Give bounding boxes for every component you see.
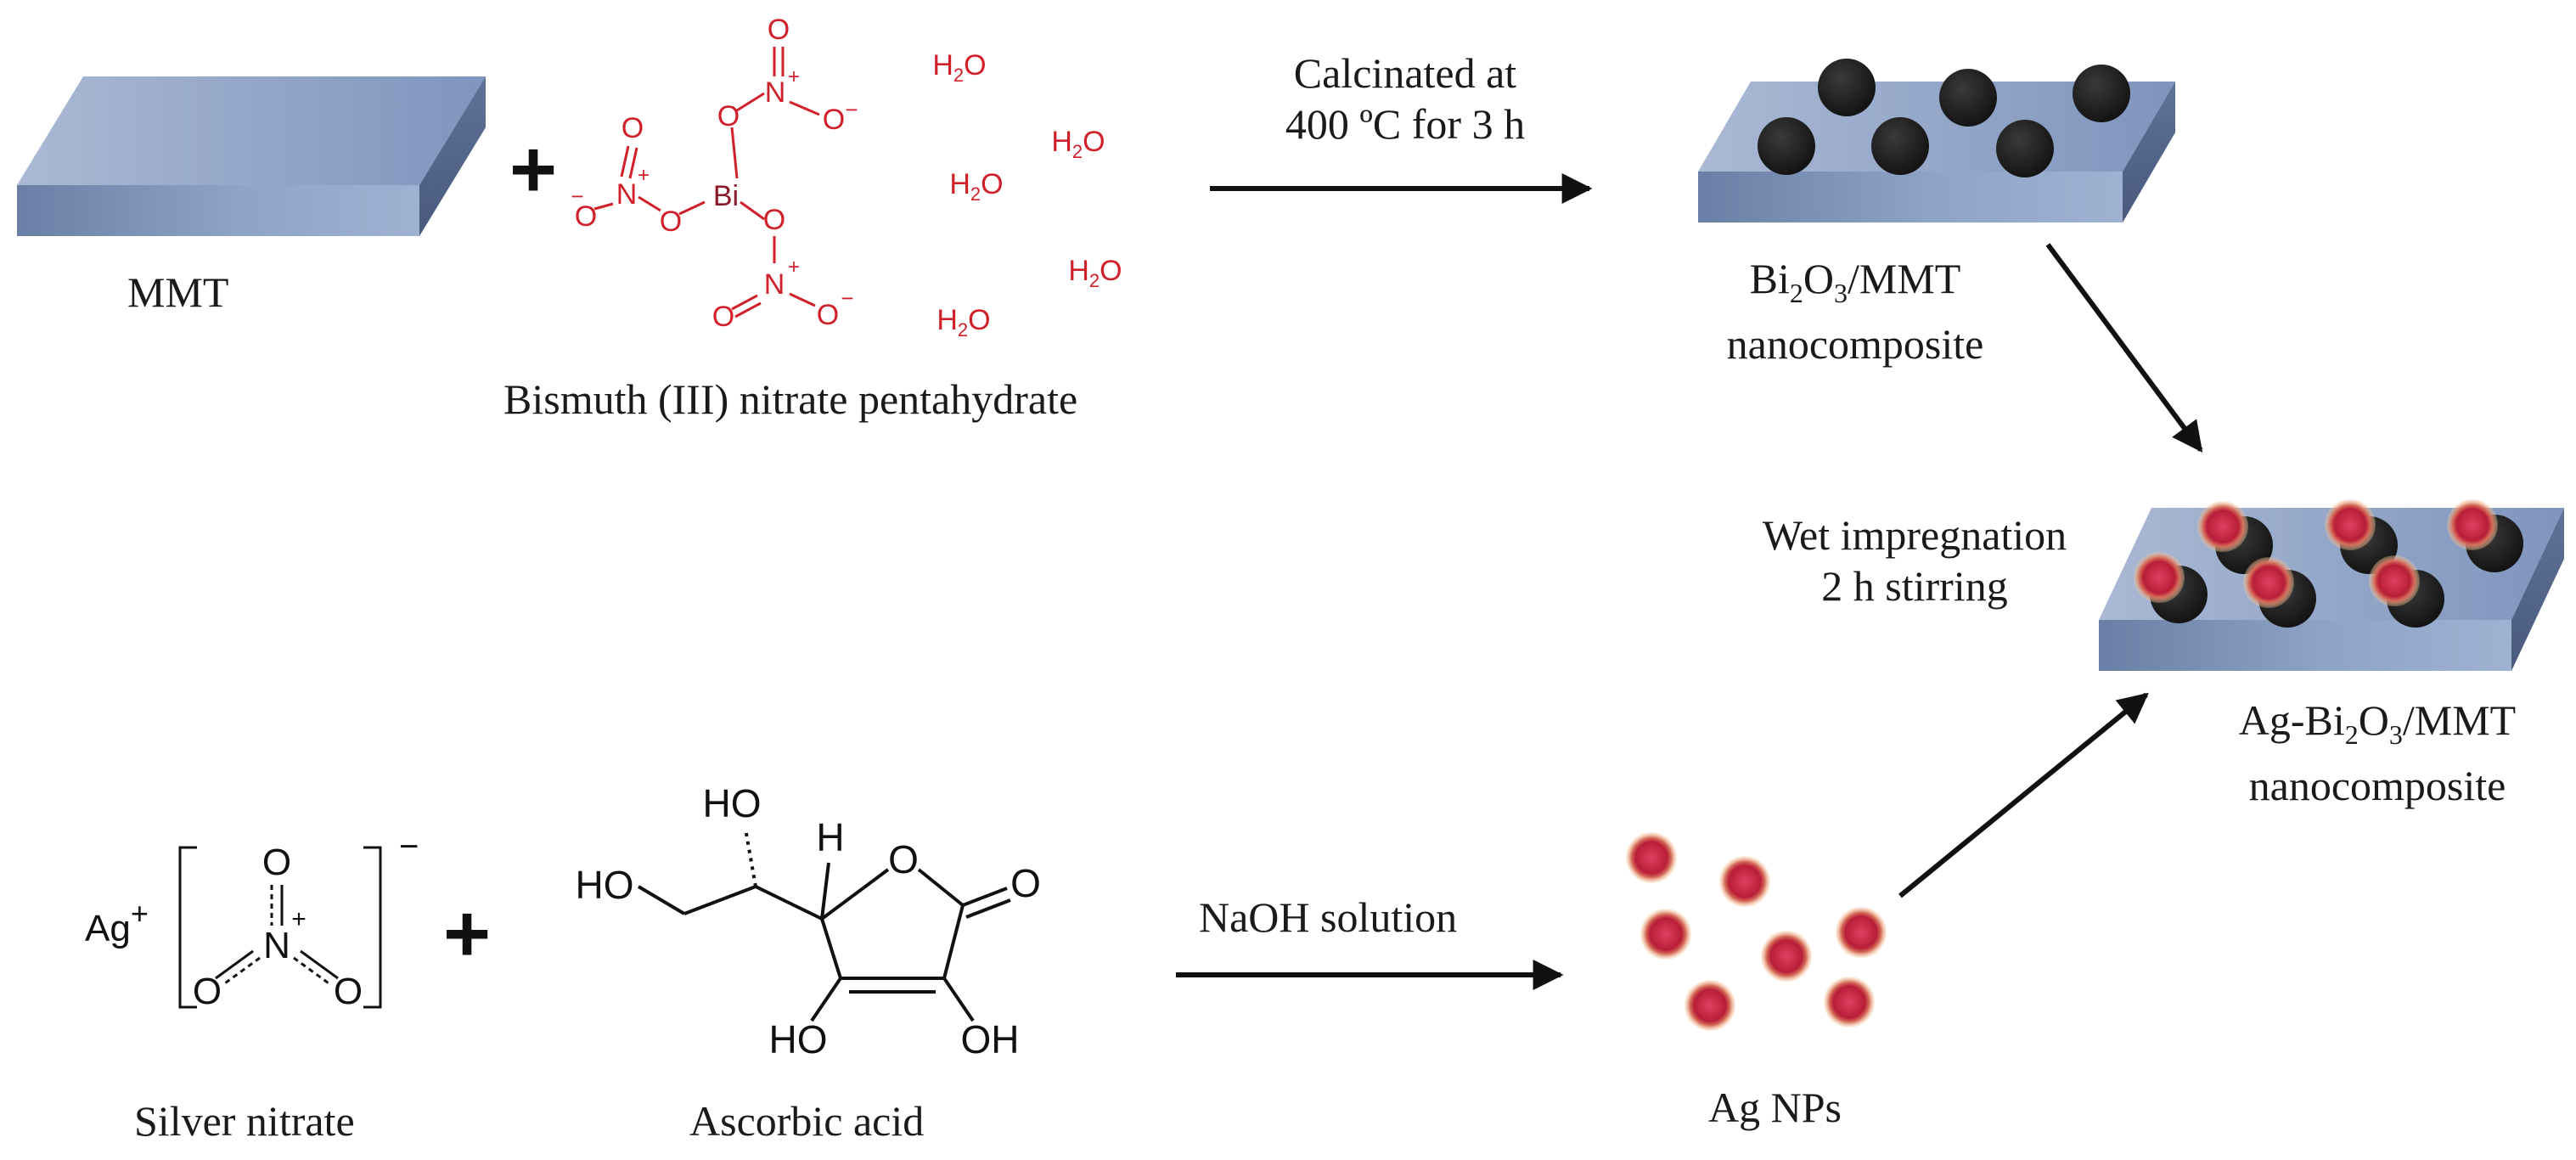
- bi2o3-particle: [1996, 120, 2054, 177]
- svg-text:O: O: [817, 299, 839, 331]
- water-4: H2O: [1068, 255, 1122, 291]
- mmt-slab: [17, 76, 486, 236]
- svg-text:−: −: [845, 97, 858, 122]
- svg-text:O: O: [193, 971, 222, 1012]
- calcination-line-1: Calcinated at: [1293, 49, 1517, 97]
- ag-particle: [2197, 501, 2248, 552]
- label-wet-impregnation: Wet impregnation 2 h stirring: [1728, 510, 2101, 611]
- ag-particle: [2369, 555, 2420, 606]
- svg-text:O: O: [768, 14, 790, 46]
- ag-nanoparticle: [1685, 980, 1735, 1031]
- bi-atom: Bi: [713, 180, 739, 212]
- ag-bi2o3-nanocomposite-word: nanocomposite: [2248, 762, 2506, 809]
- ascorbic-acid-molecule: HO HO H O O HO OH: [576, 781, 1041, 1061]
- ag-particle: [2325, 499, 2376, 550]
- wet-line-2: 2 h stirring: [1821, 562, 2008, 610]
- water-2: H2O: [1051, 126, 1105, 162]
- svg-text:HO: HO: [703, 781, 762, 825]
- bi2o3-mmt-slab: [1698, 59, 2175, 222]
- svg-text:H: H: [816, 815, 844, 859]
- label-silver-nitrate: Silver nitrate: [134, 1097, 355, 1145]
- svg-text:O: O: [888, 837, 919, 881]
- plus-sign-bottom: +: [443, 888, 491, 979]
- svg-text:+: +: [638, 164, 650, 187]
- svg-text:O: O: [575, 200, 597, 233]
- ag-particle: [2134, 552, 2185, 603]
- svg-text:O: O: [717, 100, 740, 132]
- svg-text:O: O: [763, 204, 785, 236]
- ag-nanoparticle: [1836, 907, 1887, 958]
- ag-nanoparticle: [1626, 832, 1677, 883]
- label-ag-nps: Ag NPs: [1708, 1084, 1842, 1131]
- svg-text:N: N: [263, 925, 290, 966]
- svg-text:N: N: [764, 268, 785, 301]
- arrow-to-impregnation: [2045, 243, 2203, 453]
- svg-text:N: N: [765, 76, 786, 109]
- bracket-charge: −: [399, 828, 419, 865]
- svg-text:O: O: [1010, 861, 1041, 905]
- label-mmt: MMT: [127, 268, 229, 316]
- bi2o3-particle: [1818, 59, 1876, 116]
- bi2o3-particle: [1871, 117, 1929, 175]
- ag-particle: [2243, 557, 2294, 608]
- bi2o3-particles: [1758, 59, 2130, 177]
- label-ag-bi2o3-mmt: Ag-Bi2O3/MMT nanocomposite: [2199, 695, 2556, 811]
- bismuth-nitrate-molecule: Bi O N + O O − O N + O O − O N + O O −: [571, 14, 858, 333]
- ag-bi2o3-mmt-formula: Ag-Bi2O3/MMT: [2238, 696, 2517, 750]
- svg-text:+: +: [788, 65, 800, 88]
- svg-text:O: O: [660, 206, 682, 238]
- water-5: H2O: [936, 304, 990, 341]
- svg-text:O: O: [712, 301, 734, 333]
- calcination-line-2: 400 ºC for 3 h: [1285, 100, 1526, 148]
- svg-text:O: O: [622, 112, 644, 144]
- bi2o3-particle: [2073, 65, 2130, 122]
- ag-nanoparticle: [1824, 977, 1875, 1028]
- svg-text:O: O: [823, 104, 845, 136]
- ag-nps-cluster: [1626, 832, 1887, 1031]
- bi2o3-mmt-formula: Bi2O3/MMT: [1749, 255, 1961, 308]
- svg-text:HO: HO: [576, 863, 634, 907]
- plus-sign-top: +: [509, 124, 557, 215]
- label-bismuth-nitrate: Bismuth (III) nitrate pentahydrate: [503, 375, 1078, 423]
- svg-text:+: +: [788, 256, 800, 279]
- water-molecules: H2O H2O H2O H2O H2O: [932, 49, 1122, 341]
- svg-text:−: −: [841, 285, 853, 311]
- svg-text:O: O: [262, 842, 291, 883]
- ag-particle: [2447, 499, 2498, 550]
- label-bi2o3-mmt: Bi2O3/MMT nanocomposite: [1698, 253, 2012, 369]
- ag-nanoparticle: [1761, 931, 1812, 982]
- composite-ag-particles: [2134, 499, 2498, 608]
- label-ascorbic-acid: Ascorbic acid: [689, 1097, 925, 1145]
- ag-nanoparticle: [1719, 856, 1770, 907]
- label-naoh: NaOH solution: [1199, 893, 1458, 941]
- svg-text:HO: HO: [769, 1017, 828, 1061]
- water-3: H2O: [949, 168, 1003, 205]
- svg-text:OH: OH: [961, 1017, 1020, 1061]
- ag-bi2o3-mmt-slab: [2099, 499, 2564, 671]
- label-calcination: Calcinated at 400 ºC for 3 h: [1223, 48, 1588, 149]
- bi2o3-particle: [1758, 117, 1815, 175]
- svg-text:O: O: [334, 971, 363, 1012]
- water-1: H2O: [932, 49, 986, 86]
- bi2o3-particle: [1939, 69, 1997, 127]
- bi2o3-nanocomposite-word: nanocomposite: [1726, 320, 1984, 368]
- ag-nanoparticle: [1640, 909, 1691, 960]
- silver-nitrate-molecule: Ag+ − O N + O O: [85, 828, 419, 1012]
- svg-text:+: +: [291, 905, 307, 933]
- ag-cation: Ag+: [85, 896, 149, 949]
- svg-text:−: −: [571, 183, 583, 209]
- arrow-ag-to-composite: [1898, 692, 2149, 898]
- wet-line-1: Wet impregnation: [1762, 511, 2067, 559]
- svg-text:N: N: [616, 178, 638, 211]
